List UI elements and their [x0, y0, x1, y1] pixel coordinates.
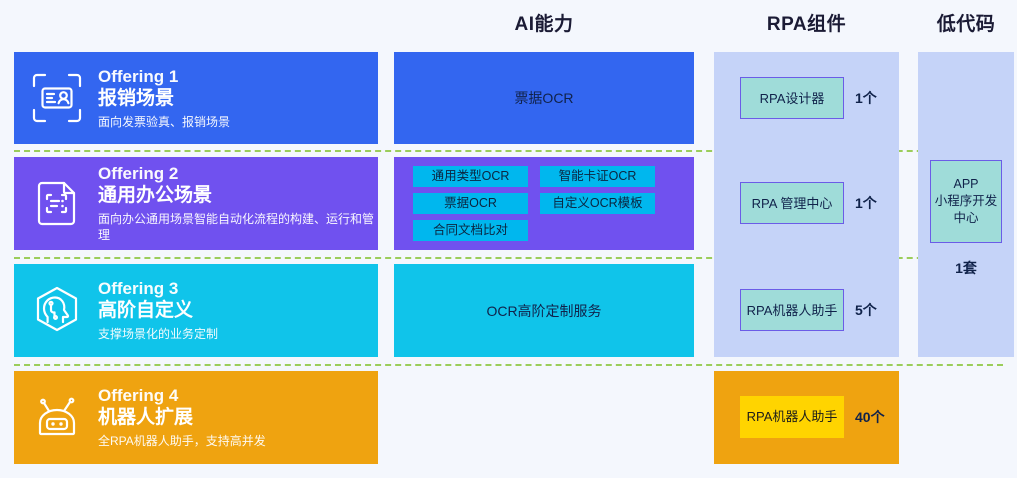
offering-eyebrow-1: Offering 1 [98, 66, 179, 86]
row-separator-1 [14, 150, 1003, 152]
offering-card-1[interactable]: Offering 1 报销场景 面向发票验真、报销场景 [14, 52, 378, 144]
ai-tag[interactable]: 自定义OCR模板 [540, 193, 655, 214]
column-header-rpa: RPA组件 [766, 14, 847, 35]
ai-capability-label-3: OCR高阶定制服务 [486, 302, 602, 319]
ai-tag[interactable]: 智能卡证OCR [540, 166, 655, 187]
rpa-chip-management-center[interactable]: RPA 管理中心 [740, 182, 844, 224]
offering-title-3: 高阶自定义 [98, 300, 194, 321]
ai-head-hexagon-icon [36, 286, 78, 331]
offering-text-2: Offering 2 通用办公场景 面向办公通用场景智能自动化流程的构建、运行和… [98, 164, 378, 243]
lowcode-count: 1套 [955, 260, 977, 276]
ai-tag[interactable]: 合同文档比对 [413, 220, 528, 241]
offering-eyebrow-3: Offering 3 [98, 279, 179, 298]
rpa-row-3: RPA机器人助手 5个 [714, 264, 899, 356]
document-scan-icon [37, 181, 76, 225]
rpa-chip-robot-assistant-extended[interactable]: RPA机器人助手 [740, 396, 844, 438]
offering-title-2: 通用办公场景 [98, 185, 213, 206]
offering-title-4: 机器人扩展 [98, 407, 194, 428]
offering-desc-3: 支撑场景化的业务定制 [98, 327, 219, 341]
rpa-chip-designer[interactable]: RPA设计器 [740, 77, 844, 119]
offering-desc-1: 面向发票验真、报销场景 [98, 114, 231, 129]
offering-eyebrow-4: Offering 4 [98, 386, 179, 405]
offering-desc-4: 全RPA机器人助手，支持高并发 [98, 434, 266, 448]
ai-capability-block-3[interactable]: OCR高阶定制服务 [394, 264, 694, 357]
rpa-row-4: RPA机器人助手 40个 [714, 371, 899, 463]
offering-desc-2: 面向办公通用场景智能自动化流程的构建、运行和管理 [98, 212, 375, 242]
offering-card-3[interactable]: Offering 3 高阶自定义 支撑场景化的业务定制 [14, 264, 378, 357]
rpa-count-1: 1个 [855, 90, 877, 106]
ai-tag[interactable]: 票据OCR [413, 193, 528, 214]
rpa-count-3: 5个 [855, 302, 877, 318]
ai-capability-block-2[interactable]: 通用类型OCR 智能卡证OCR 票据OCR 自定义OCR模板 合同文档比对 [394, 157, 694, 250]
lowcode-line-1: APP [953, 177, 979, 191]
column-header-lowcode: 低代码 [936, 14, 996, 35]
row-separator-2 [14, 257, 1003, 259]
rpa-components-panel: RPA设计器 1个 RPA 管理中心 1个 RPA机器人助手 5个 [714, 52, 899, 357]
column-header-ai: AI能力 [514, 14, 574, 35]
ai-tag-grid: 通用类型OCR 智能卡证OCR 票据OCR 自定义OCR模板 合同文档比对 [413, 166, 675, 241]
ai-tag[interactable]: 通用类型OCR [413, 166, 528, 187]
id-card-scan-icon [32, 73, 82, 123]
offering-eyebrow-2: Offering 2 [98, 164, 179, 183]
ai-capability-label-1: 票据OCR [514, 90, 574, 106]
offering-title-1: 报销场景 [98, 87, 175, 109]
lowcode-line-2: 小程序开发 [934, 194, 998, 208]
lowcode-line-3: 中心 [953, 211, 979, 225]
ai-capability-block-1[interactable]: 票据OCR [394, 52, 694, 144]
offering-text-1: Offering 1 报销场景 面向发票验真、报销场景 [98, 67, 230, 130]
rpa-count-4: 40个 [855, 409, 885, 425]
rpa-row-2: RPA 管理中心 1个 [714, 157, 899, 249]
row-separator-3 [14, 364, 1003, 366]
rpa-count-2: 1个 [855, 195, 877, 211]
offering-text-4: Offering 4 机器人扩展 全RPA机器人助手，支持高并发 [98, 386, 266, 449]
lowcode-chip-app-dev-center[interactable]: APP 小程序开发 中心 [930, 160, 1002, 243]
rpa-row-1: RPA设计器 1个 [714, 52, 899, 144]
rpa-chip-robot-assistant[interactable]: RPA机器人助手 [740, 289, 844, 331]
offering-card-2[interactable]: Offering 2 通用办公场景 面向办公通用场景智能自动化流程的构建、运行和… [14, 157, 378, 250]
robot-head-icon [38, 397, 76, 435]
offering-card-4[interactable]: Offering 4 机器人扩展 全RPA机器人助手，支持高并发 [14, 371, 378, 464]
offering-text-3: Offering 3 高阶自定义 支撑场景化的业务定制 [98, 279, 218, 342]
